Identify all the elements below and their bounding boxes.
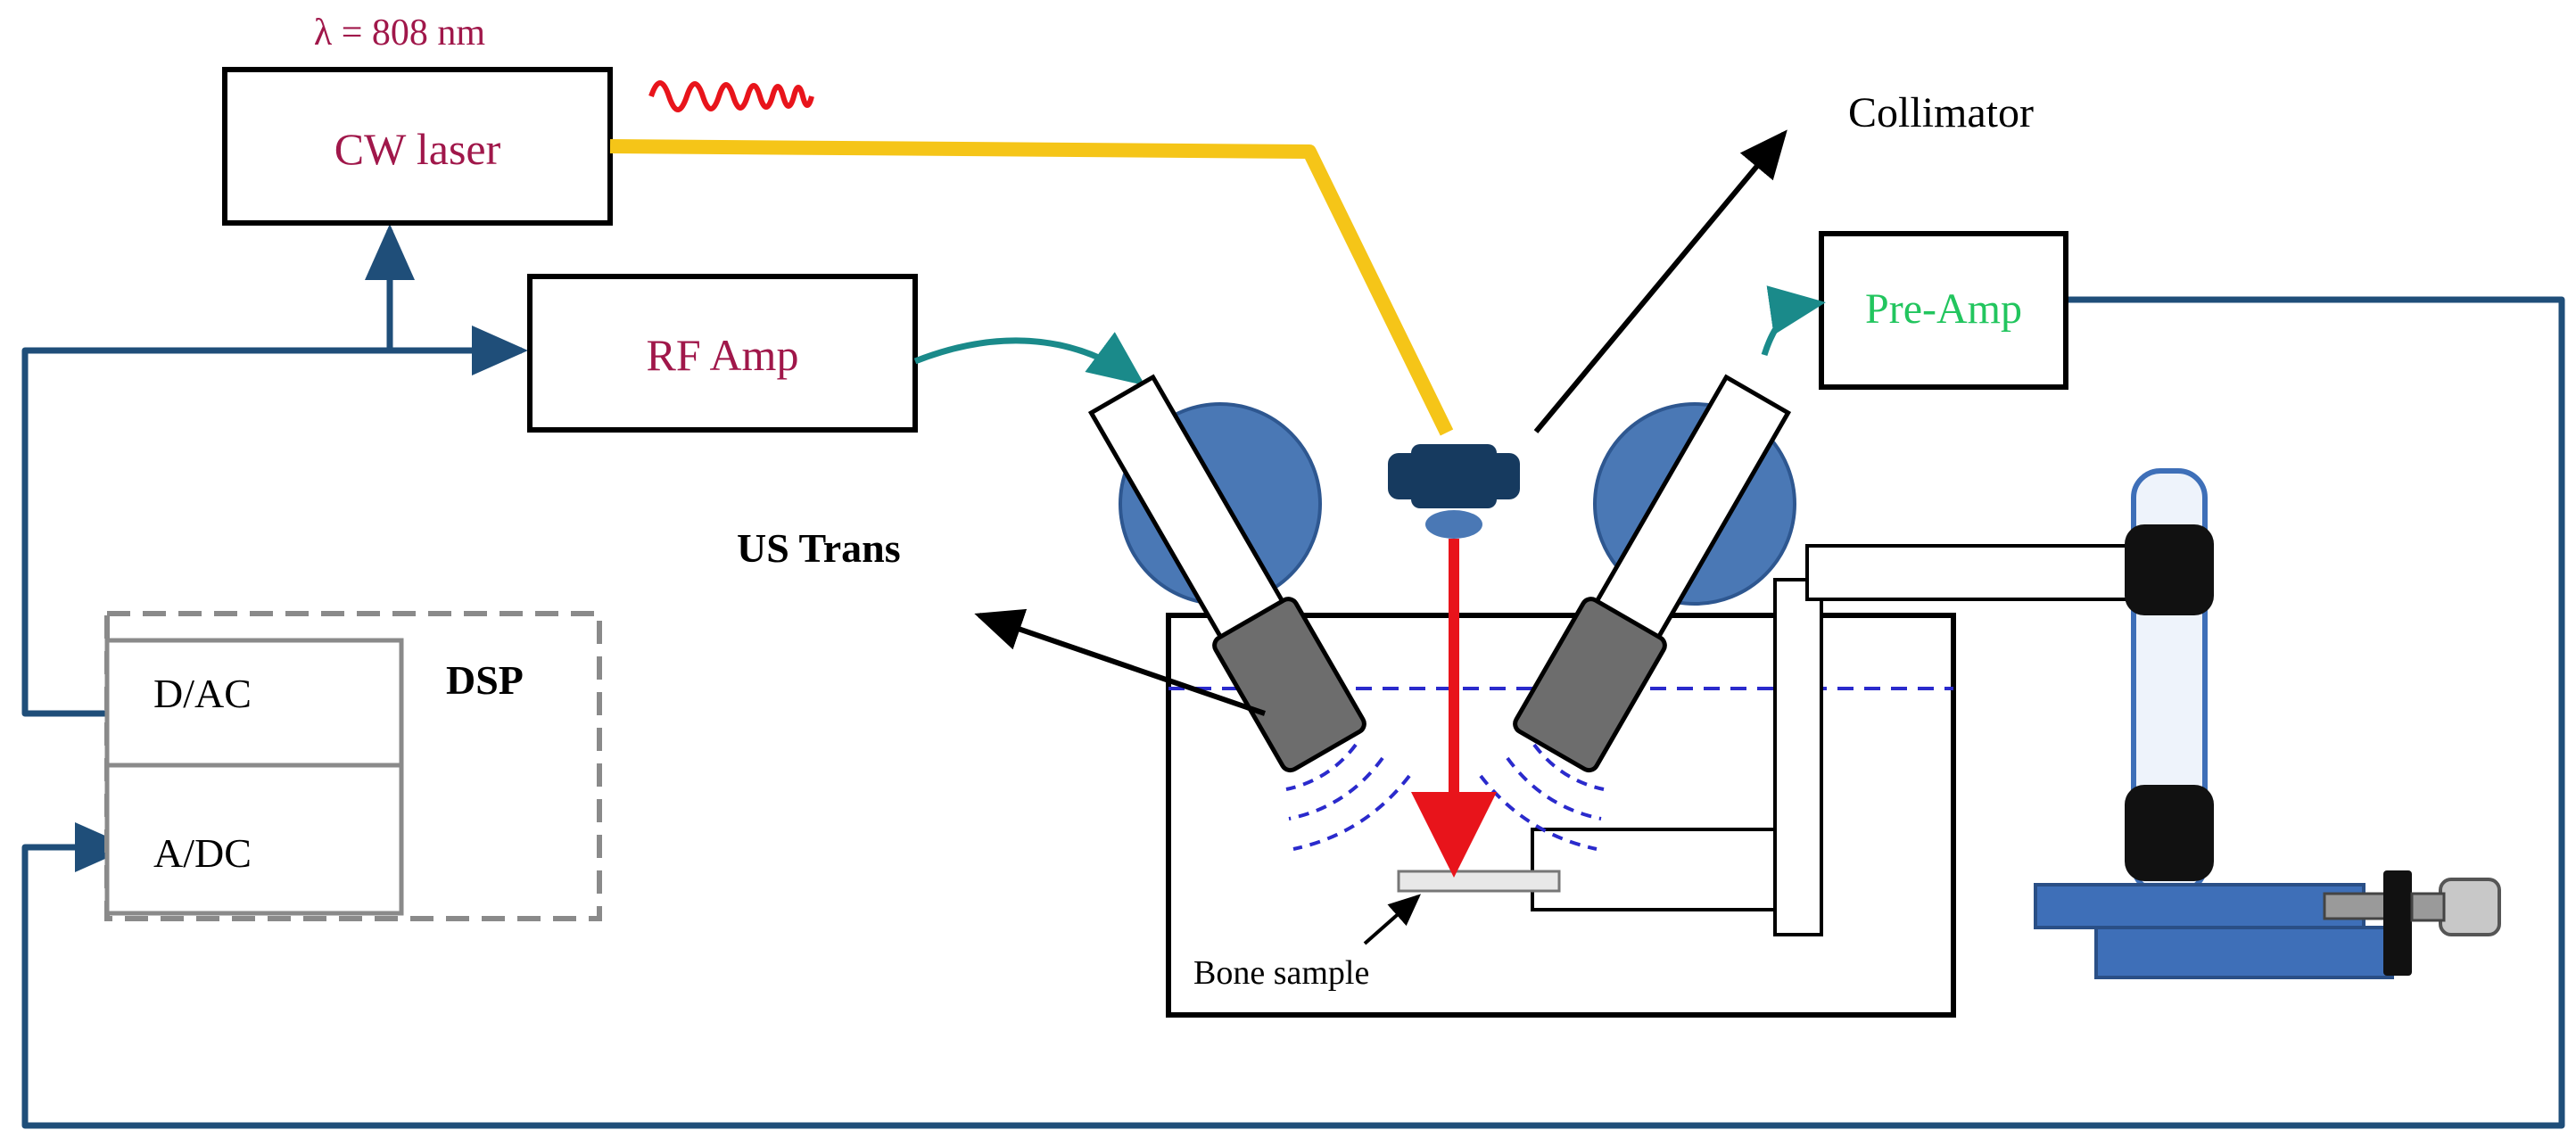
us-trans-pointer — [974, 608, 1266, 716]
holder-rod — [1531, 828, 1784, 911]
signal-wiring — [21, 224, 2565, 1129]
pre-amp-box — [1819, 231, 2068, 390]
receiver-wavefronts — [1479, 743, 1605, 851]
pre-amp-label: Pre-Amp — [1865, 285, 2022, 333]
stage-lower-clamp — [2125, 785, 2214, 881]
dsp-label: DSP — [446, 657, 524, 703]
bone-sample-pointer — [1363, 894, 1421, 945]
stage-upper-clamp — [2125, 524, 2214, 615]
wavelength-label: λ = 808 nm — [314, 12, 486, 54]
collimator-pointer — [1533, 129, 1788, 433]
rf-amp-box — [527, 274, 918, 433]
dsp-block: D/AC A/DC DSP — [104, 611, 602, 921]
collimator-flange — [1388, 453, 1520, 499]
dac-output-wire — [21, 326, 528, 717]
optical-fiber — [609, 139, 1454, 436]
laser-wave-icon — [648, 80, 814, 112]
transmitter-wavefronts — [1285, 743, 1411, 851]
pre-amp-block: Pre-Amp — [1819, 231, 2068, 390]
bone-sample-strip — [1397, 870, 1561, 893]
bone-sample: Bone sample — [1193, 870, 1561, 992]
rf-amp-label: RF Amp — [647, 330, 799, 380]
receiver-cable — [1761, 285, 1826, 357]
micrometer-knob — [2439, 878, 2501, 936]
converter-box — [104, 638, 404, 916]
bone-sample-label: Bone sample — [1193, 954, 1369, 992]
collimator — [1388, 444, 1520, 539]
adc-input-wire — [21, 296, 2565, 1129]
us-trans-label: US Trans — [737, 525, 901, 571]
stage-lower-plate — [2094, 926, 2394, 979]
adc-label: A/DC — [153, 830, 252, 876]
transmitter-transducer — [1087, 374, 1411, 851]
dac-label: D/AC — [153, 671, 252, 716]
collimator-lens — [1425, 510, 1482, 539]
holder-arm — [1805, 544, 2137, 601]
translation-stage — [2034, 468, 2501, 979]
rf-amp-block: RF Amp — [527, 274, 918, 433]
cw-laser-box — [222, 67, 613, 226]
receiver-head — [1513, 597, 1667, 773]
rf-cable — [913, 332, 1145, 386]
stage-upper-plate — [2034, 883, 2365, 929]
cw-laser-label: CW laser — [334, 124, 501, 174]
receiver-transducer — [1479, 374, 1796, 851]
cw-laser-block: CW laser λ = 808 nm — [222, 12, 814, 226]
micrometer-neck — [2410, 892, 2446, 922]
collimator-label: Collimator — [1848, 89, 2034, 136]
micrometer-block — [2383, 870, 2412, 976]
holder-plate — [1773, 578, 1823, 936]
